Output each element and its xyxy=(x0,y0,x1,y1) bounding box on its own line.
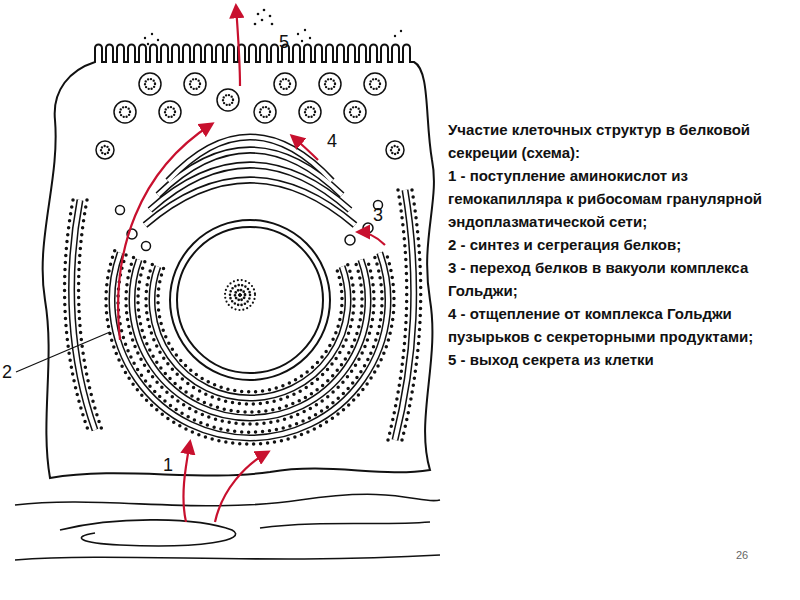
flow-arrow xyxy=(236,6,240,86)
legend-item: 1 - поступление аминокислот из гемокапил… xyxy=(448,164,793,233)
callout-number: 2 xyxy=(2,362,12,382)
flow-arrow xyxy=(292,136,318,160)
flow-arrow xyxy=(183,442,190,522)
golgi-complex xyxy=(116,137,383,251)
cell-outline xyxy=(43,45,434,479)
legend-item: 4 - отщепление от комплекса Гольджи пузы… xyxy=(448,302,793,348)
nucleolus xyxy=(225,280,255,310)
flow-arrow xyxy=(215,452,268,522)
slide-title: Участие клеточных структур в белковой се… xyxy=(448,118,793,164)
secretion-dots xyxy=(144,9,402,46)
legend-item: 5 - выход секрета из клетки xyxy=(448,348,793,371)
callout-number: 3 xyxy=(373,205,383,225)
capillary-wall xyxy=(260,522,430,528)
capillary-wall xyxy=(15,555,440,560)
capillary xyxy=(15,494,440,560)
callout-number: 4 xyxy=(327,131,337,151)
leader-line xyxy=(16,332,110,372)
page-number: 26 xyxy=(736,549,748,562)
nucleus xyxy=(170,220,330,380)
capillary-loop xyxy=(60,520,236,546)
flow-arrow xyxy=(118,124,212,340)
legend-item: 2 - синтез и сегрегация белков; xyxy=(448,233,793,256)
callout-number: 5 xyxy=(279,32,289,52)
callout-number: 1 xyxy=(163,455,173,475)
capillary-wall xyxy=(15,494,440,505)
golgi-vesicles xyxy=(116,201,383,251)
flow-arrows xyxy=(118,6,385,522)
secretory-granules xyxy=(96,73,404,159)
caption-block: Участие клеточных структур в белковой се… xyxy=(448,118,793,371)
legend-item: 3 - переход белков в вакуоли комплекса Г… xyxy=(448,256,793,302)
flow-arrow xyxy=(358,232,385,245)
